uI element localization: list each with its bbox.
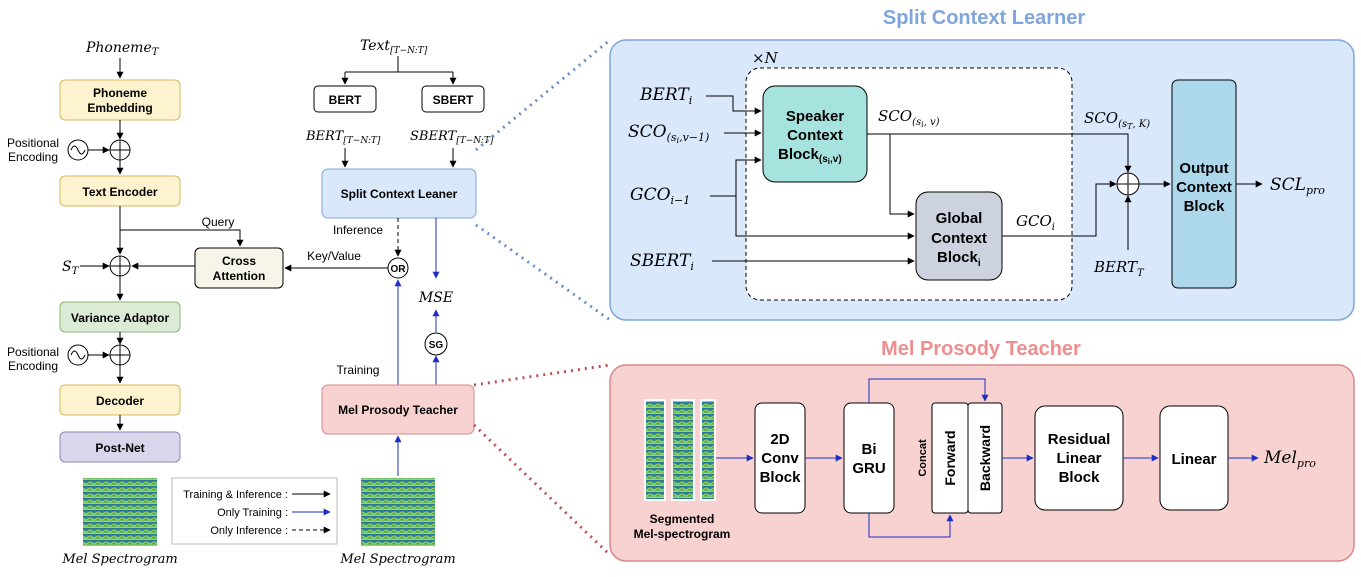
legend-train-inf: Training & Inference : xyxy=(183,489,288,501)
post-net-label: Post-Net xyxy=(95,441,144,455)
conv-label-2: Conv xyxy=(761,450,799,467)
encoding-label-2: Encoding xyxy=(8,359,58,373)
bert-range-label: BERT[T−N:T] xyxy=(305,129,381,146)
residual-label-3: Block xyxy=(1059,469,1101,486)
segmented-label-2: Mel-spectrogram xyxy=(634,527,731,541)
mel-spectrogram-image xyxy=(83,478,157,546)
positional-label-2: Positional xyxy=(7,345,59,359)
phoneme-embedding-label-1: Phoneme xyxy=(93,86,147,100)
conv-label-1: 2D xyxy=(770,431,789,448)
bigru-label-1: Bi xyxy=(862,441,877,458)
sbert-range-label: SBERT[T−N:T] xyxy=(410,129,494,146)
segment-image xyxy=(671,399,695,501)
mel-prosody-teacher-label: Mel Prosody Teacher xyxy=(338,403,458,417)
gco-out-label: GCOi xyxy=(1016,212,1055,233)
phoneme-embedding-label-2: Embedding xyxy=(87,101,152,115)
bigru-block xyxy=(843,402,895,514)
legend-only-inf: Only Inference : xyxy=(210,525,288,537)
mel-spectrogram-label-mid: Mel Spectrogram xyxy=(339,552,455,567)
split-context-leaner-box xyxy=(321,168,477,219)
post-net-box xyxy=(59,431,181,463)
bert-box xyxy=(313,85,377,113)
bert-t-label: BERTT xyxy=(1093,258,1145,279)
sg-label: SG xyxy=(429,340,444,351)
speaker-label-1: Speaker xyxy=(786,108,845,125)
stop-gradient-node xyxy=(424,332,448,356)
training-label: Training xyxy=(337,363,380,377)
mel-pro-label: Melpro xyxy=(1263,448,1316,470)
sbert-label: SBERT xyxy=(433,93,474,107)
text-encoder-label: Text Encoder xyxy=(82,185,157,199)
cross-attention-label-2: Attention xyxy=(213,269,266,283)
residual-label-2: Linear xyxy=(1056,450,1101,467)
mel-spectrogram-image xyxy=(361,478,435,546)
scl-title: Split Context Learner xyxy=(883,7,1085,29)
sbert-i-label: SBERTi xyxy=(630,251,694,273)
times-n-label: ×N xyxy=(752,49,779,67)
split-context-leaner-label: Split Context Leaner xyxy=(341,187,458,201)
backward-label: Backward xyxy=(977,425,993,491)
segment-image xyxy=(700,399,716,501)
residual-label-1: Residual xyxy=(1048,431,1111,448)
legend xyxy=(171,477,338,545)
speaker-st-label: ST xyxy=(62,259,80,277)
mel-spectrogram-label-left: Mel Spectrogram xyxy=(61,552,177,567)
bert-label: BERT xyxy=(329,93,362,107)
global-label-2: Context xyxy=(931,230,987,247)
inference-label: Inference xyxy=(333,223,383,237)
mpt-title: Mel Prosody Teacher xyxy=(881,338,1081,360)
positional-label-1: Positional xyxy=(7,136,59,150)
mel-prosody-teacher-box xyxy=(321,384,475,435)
cross-attention-label-1: Cross xyxy=(222,254,256,268)
output-label-2: Context xyxy=(1176,179,1232,196)
text-range-label: Text[T−N:T] xyxy=(360,38,428,56)
cross-attention-box xyxy=(194,247,284,289)
sbert-box xyxy=(421,85,485,113)
segmented-label-1: Segmented xyxy=(650,512,715,526)
conv-label-3: Block xyxy=(760,469,802,486)
bigru-label-2: GRU xyxy=(852,460,885,477)
speaker-label-3: Block(si,v) xyxy=(778,146,842,166)
or-node xyxy=(387,257,409,279)
scl-pro-label: SCLpro xyxy=(1270,175,1325,197)
forward-label: Forward xyxy=(942,430,958,485)
segment-image xyxy=(644,399,666,501)
sco-prev-label: SCO(si,v−1) xyxy=(628,122,709,145)
sco-out-label: SCO(si, v) xyxy=(878,107,940,129)
or-label: OR xyxy=(391,264,407,275)
encoding-label-1: Encoding xyxy=(8,150,58,164)
phoneme-t-label: PhonemeT xyxy=(85,40,160,58)
concat-label: Concat xyxy=(917,439,929,477)
legend-only-train: Only Training : xyxy=(217,507,288,519)
sco-final-label: SCO(sT, K) xyxy=(1084,109,1150,131)
linear-label: Linear xyxy=(1171,451,1216,468)
speaker-label-2: Context xyxy=(787,127,843,144)
output-label-1: Output xyxy=(1179,160,1228,177)
output-label-3: Block xyxy=(1184,198,1226,215)
global-label-1: Global xyxy=(936,210,983,227)
decoder-label: Decoder xyxy=(96,394,144,408)
bert-i-label: BERTi xyxy=(639,85,692,107)
query-label: Query xyxy=(202,215,235,229)
global-label-3: Blocki xyxy=(937,249,981,269)
mse-label: MSE xyxy=(418,290,453,306)
gco-prev-label: GCOi−1 xyxy=(630,185,690,207)
variance-adaptor-label: Variance Adaptor xyxy=(71,311,170,325)
key-value-label: Key/Value xyxy=(307,249,361,263)
